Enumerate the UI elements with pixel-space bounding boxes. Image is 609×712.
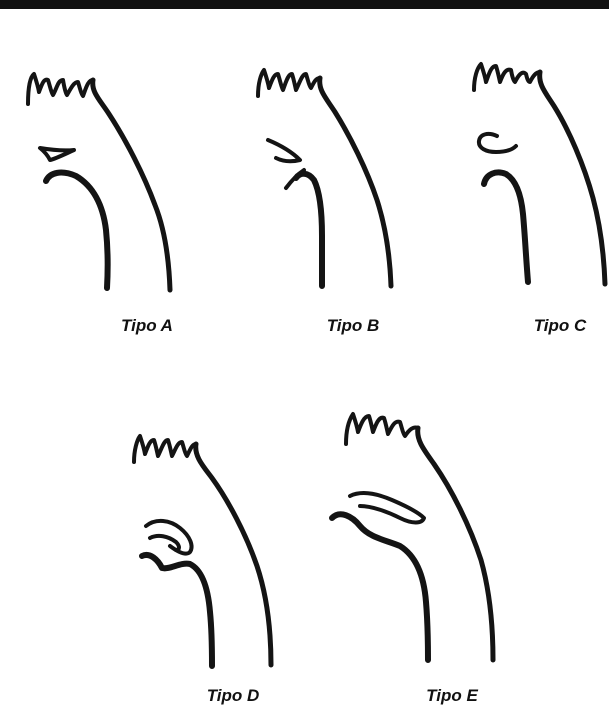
panel-b-teeth [258,70,320,96]
panel-b-epiglottis [268,140,300,161]
panel-a-drawing [28,74,170,290]
panel-a-label: Tipo A [121,316,173,336]
panel-a-epiglottis [40,148,74,160]
panel-d-anterior-wall [142,555,212,666]
panel-b-drawing [258,70,391,286]
panel-b-anterior-wall [296,174,322,286]
panel-c-label: Tipo C [534,316,587,336]
panel-b-posterior-wall [320,78,391,286]
panel-c-epiglottis [479,134,516,152]
panel-e-anterior-wall [332,514,428,660]
panel-c-drawing [474,64,605,284]
panel-e-label: Tipo E [426,686,478,706]
panel-e-drawing [332,414,493,660]
panel-c-anterior-wall [484,172,528,282]
panel-c-posterior-wall [540,72,605,284]
panel-a-anterior-wall [46,173,108,288]
panel-d-teeth [134,436,196,462]
panel-d-posterior-wall [196,444,271,665]
panel-d-drawing [134,436,271,666]
panel-a-teeth [28,74,93,104]
panel-e-epiglottis [350,493,424,522]
panel-e-teeth [346,414,418,444]
panel-a-posterior-wall [93,80,170,290]
panel-d-label: Tipo D [207,686,260,706]
panel-b-label: Tipo B [327,316,380,336]
panel-c-teeth [474,64,540,90]
